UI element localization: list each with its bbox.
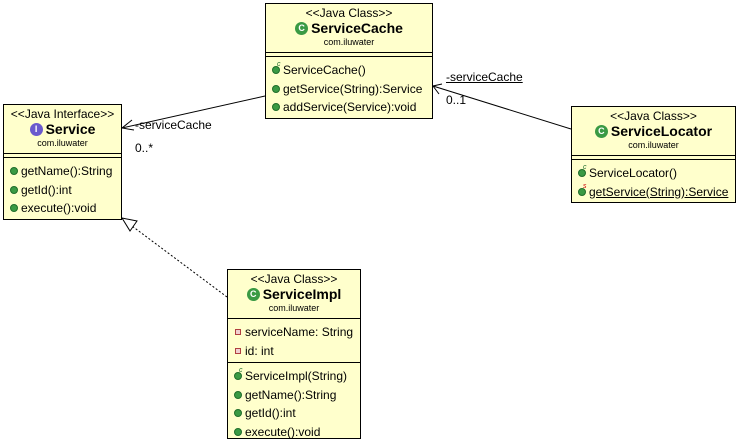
association-locator-cache-line (432, 85, 572, 130)
public-method-icon (10, 185, 18, 194)
class-name: ServiceImpl (262, 286, 342, 302)
public-method-icon (272, 103, 280, 112)
class-service-locator[interactable]: <<Java Class>> C ServiceLocator com.iluw… (571, 106, 736, 203)
stereotype: <<Java Class>> (250, 272, 338, 286)
method-row[interactable]: getName():String (4, 162, 121, 181)
role-label-locator-cache: -serviceCache (446, 70, 523, 84)
interface-icon: I (29, 123, 43, 136)
public-method-icon (234, 390, 242, 399)
association-locator-cache-arrowhead (432, 83, 443, 95)
constructor-icon: c (234, 367, 243, 381)
empty-attributes-divider (572, 159, 735, 160)
interface-service[interactable]: <<Java Interface>> I Service com.iluwate… (3, 104, 122, 220)
class-service-impl[interactable]: <<Java Class>> C ServiceImpl com.iluwate… (227, 269, 361, 439)
method-row[interactable]: addService(Service):void (266, 98, 432, 117)
realization-line (131, 225, 228, 298)
class-icon: C (246, 288, 260, 301)
multiplicity-label: 0..* (135, 141, 154, 155)
attribute-row[interactable]: serviceName: String (228, 323, 360, 342)
empty-attributes-divider (4, 157, 121, 158)
stereotype: <<Java Interface>> (10, 107, 115, 121)
package-name: com.iluwater (37, 138, 88, 148)
constructor-icon: c (272, 61, 281, 75)
realization-triangle (120, 217, 138, 232)
association-cache-service-arrowhead (120, 119, 135, 131)
class-icon: C (295, 22, 309, 35)
public-method-icon (272, 84, 280, 93)
package-name: com.iluwater (628, 140, 679, 150)
stereotype: <<Java Class>> (610, 109, 697, 123)
class-name: ServiceLocator (610, 123, 713, 139)
public-method-icon (234, 409, 242, 418)
method-row[interactable]: getId():int (4, 181, 121, 200)
method-row[interactable]: getId():int (228, 404, 360, 423)
class-service-cache[interactable]: <<Java Class>> C ServiceCache com.iluwat… (265, 3, 433, 119)
static-method-icon: s (578, 183, 587, 196)
method-row[interactable]: execute():void (228, 423, 360, 442)
public-method-icon (10, 204, 18, 213)
stereotype: <<Java Class>> (305, 6, 393, 20)
private-field-icon (235, 329, 241, 336)
role-label-service-cache: -serviceCache (135, 118, 212, 132)
attribute-row[interactable]: id: int (228, 342, 360, 361)
method-row[interactable]: getService(String):Service (266, 80, 432, 99)
multiplicity-label: 0..1 (446, 93, 467, 107)
package-name: com.iluwater (268, 303, 320, 313)
class-name: Service (45, 121, 96, 137)
package-name: com.iluwater (323, 37, 375, 47)
public-method-icon (10, 167, 18, 176)
class-name: ServiceCache (311, 20, 403, 36)
private-field-icon (235, 347, 241, 354)
method-row[interactable]: execute():void (4, 199, 121, 218)
method-row[interactable]: getName():String (228, 386, 360, 405)
class-icon: C (594, 125, 608, 138)
public-method-icon (234, 427, 242, 436)
empty-attributes-divider (266, 56, 432, 57)
association-cache-service-line (121, 95, 266, 129)
constructor-icon: c (578, 164, 587, 178)
